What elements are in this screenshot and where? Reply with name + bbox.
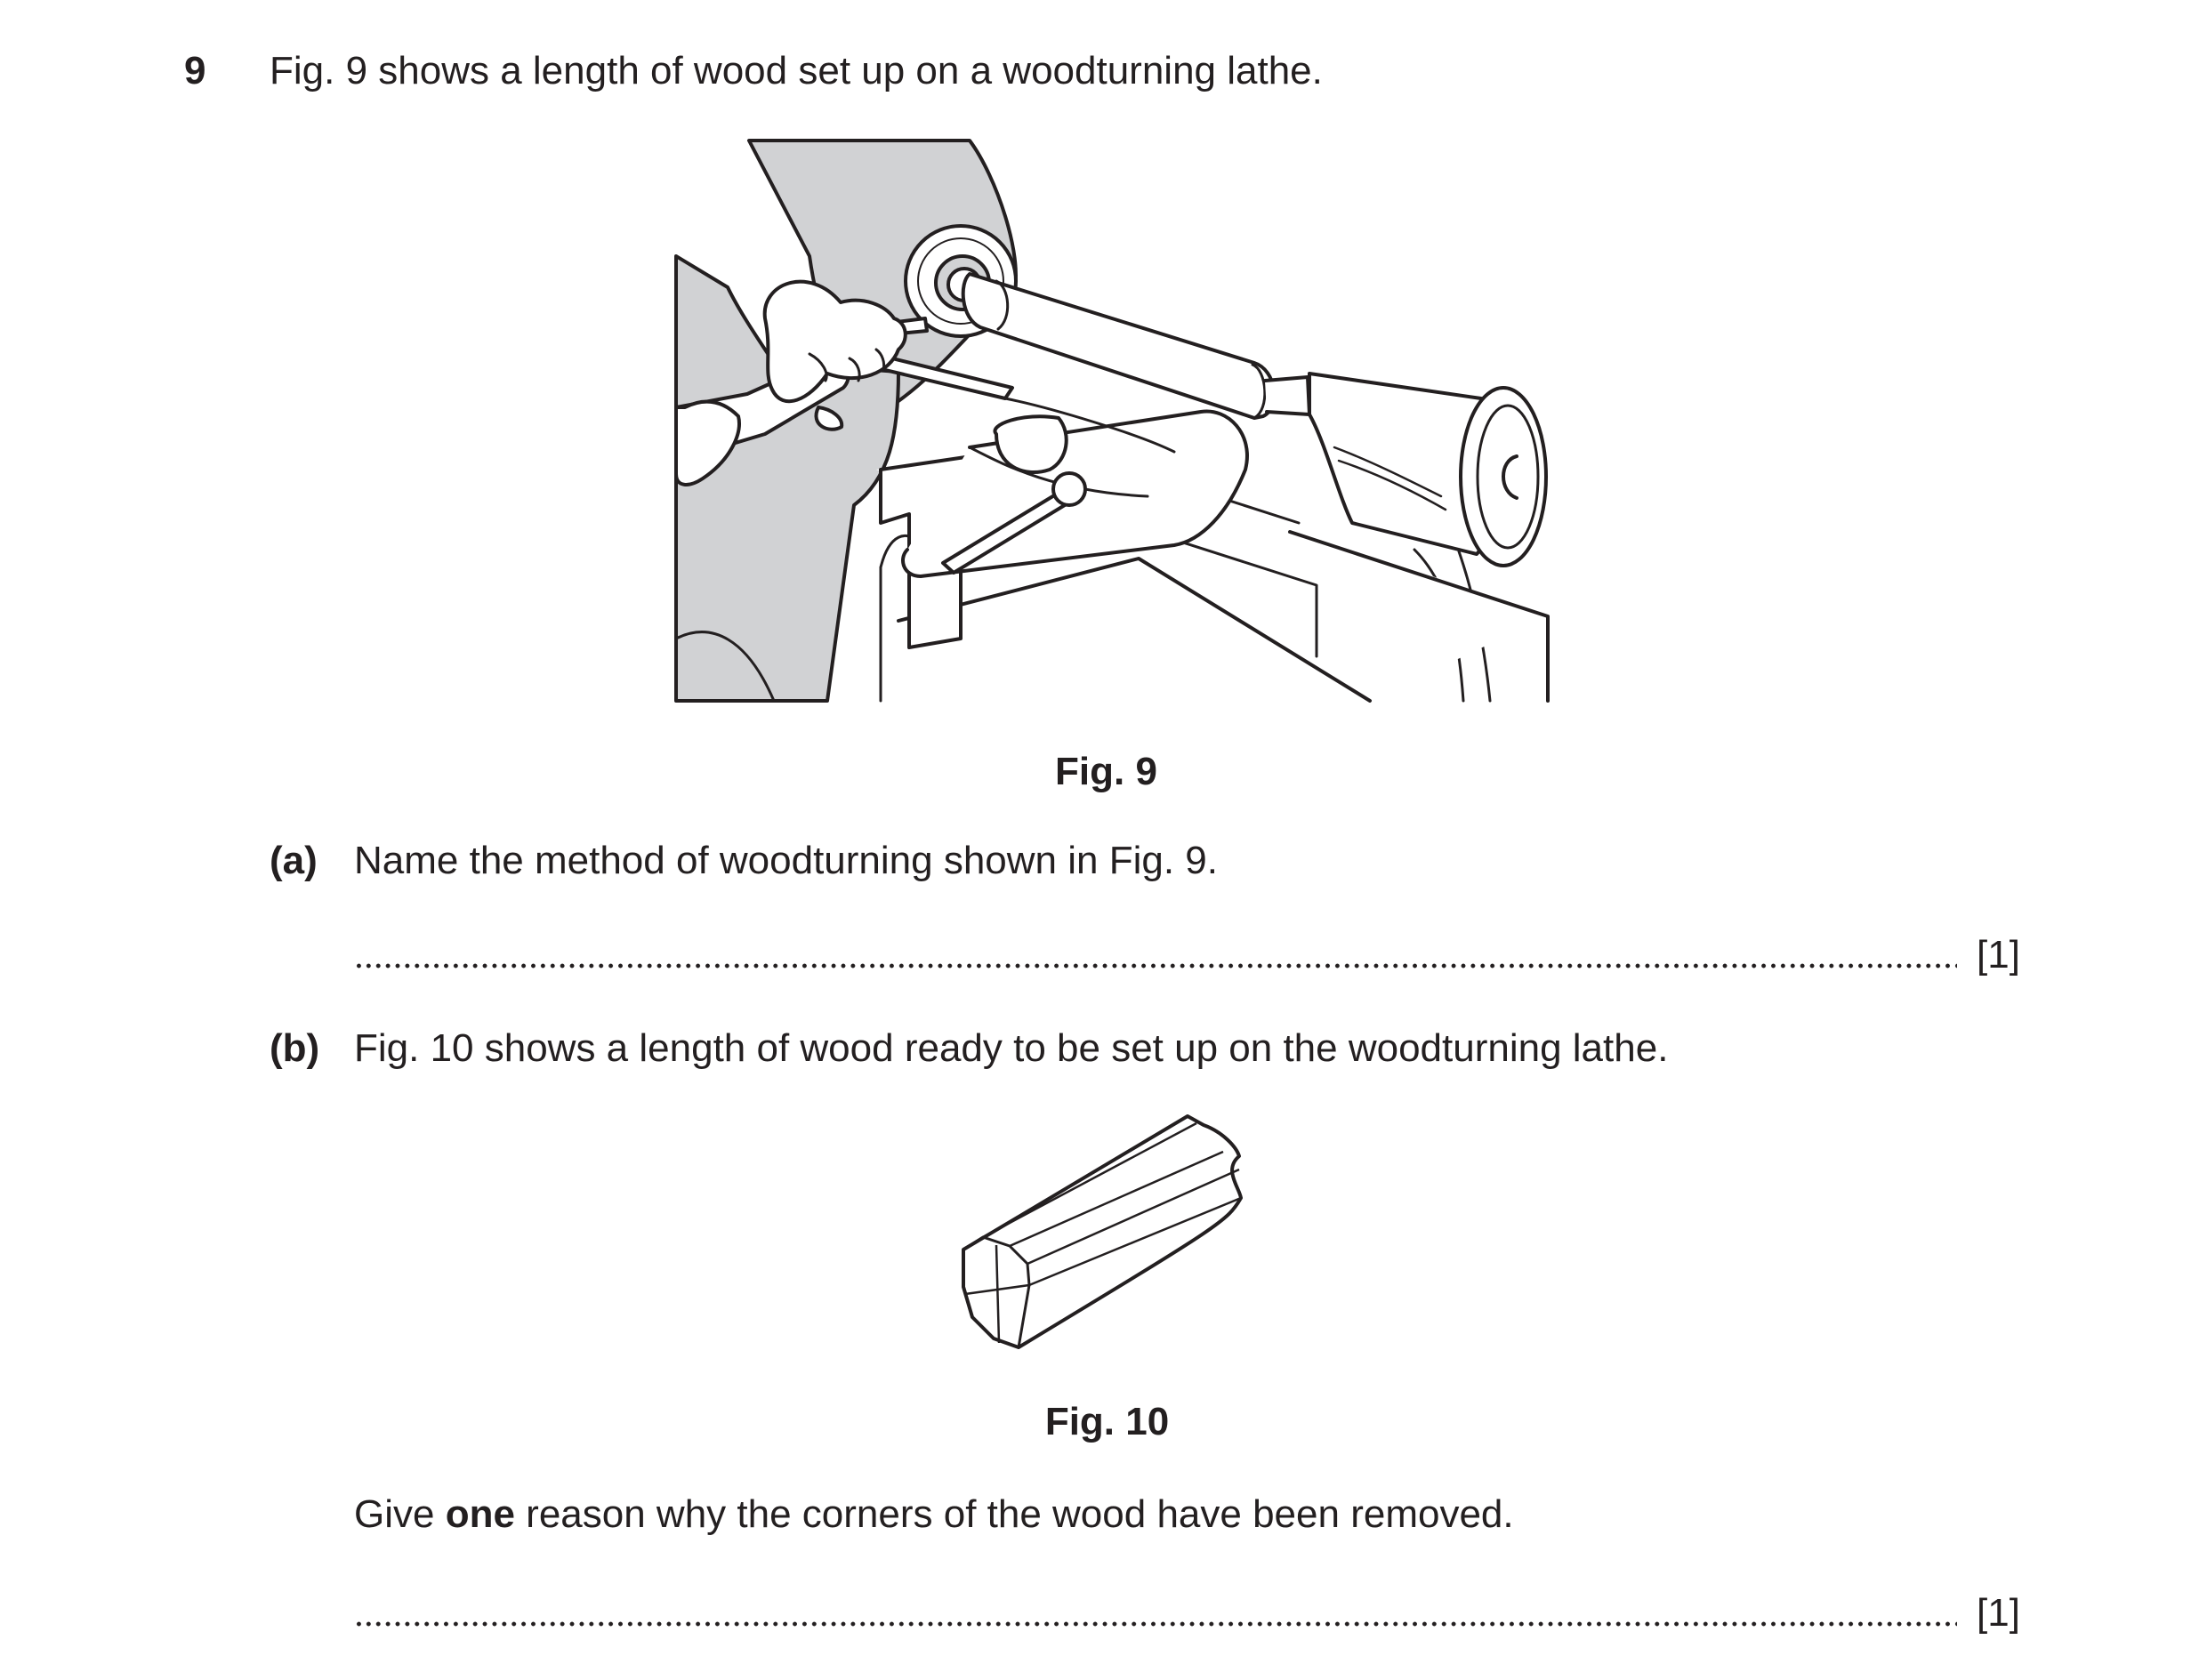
prompt-before: Give	[354, 1492, 446, 1536]
prompt-after: reason why the corners of the wood have …	[514, 1492, 1514, 1536]
question-number: 9	[184, 49, 206, 92]
part-a-answer-line[interactable]	[354, 962, 1957, 969]
upper-hand	[762, 279, 907, 404]
octagonal-wood-illustration	[962, 1114, 1243, 1349]
question-intro: Fig. 9 shows a length of wood set up on …	[270, 49, 1323, 92]
part-b-answer-line[interactable]	[354, 1620, 1957, 1628]
figure-9-caption: Fig. 9	[1055, 750, 1157, 793]
part-a-question: Name the method of woodturning shown in …	[354, 839, 1218, 882]
lower-hand	[674, 399, 741, 486]
part-a-label: (a)	[270, 839, 318, 882]
part-a-marks: [1]	[1977, 933, 2020, 977]
part-b-label: (b)	[270, 1026, 320, 1070]
prompt-emphasis: one	[445, 1492, 515, 1536]
lathe-illustration	[674, 139, 1550, 703]
figure-10-caption: Fig. 10	[1044, 1400, 1170, 1443]
operator-body	[674, 254, 900, 703]
part-b-prompt: Give one reason why the corners of the w…	[354, 1491, 1514, 1538]
part-b-marks: [1]	[1977, 1591, 2020, 1635]
wood-workpiece	[961, 272, 1277, 420]
part-b-question: Fig. 10 shows a length of wood ready to …	[354, 1026, 1669, 1070]
